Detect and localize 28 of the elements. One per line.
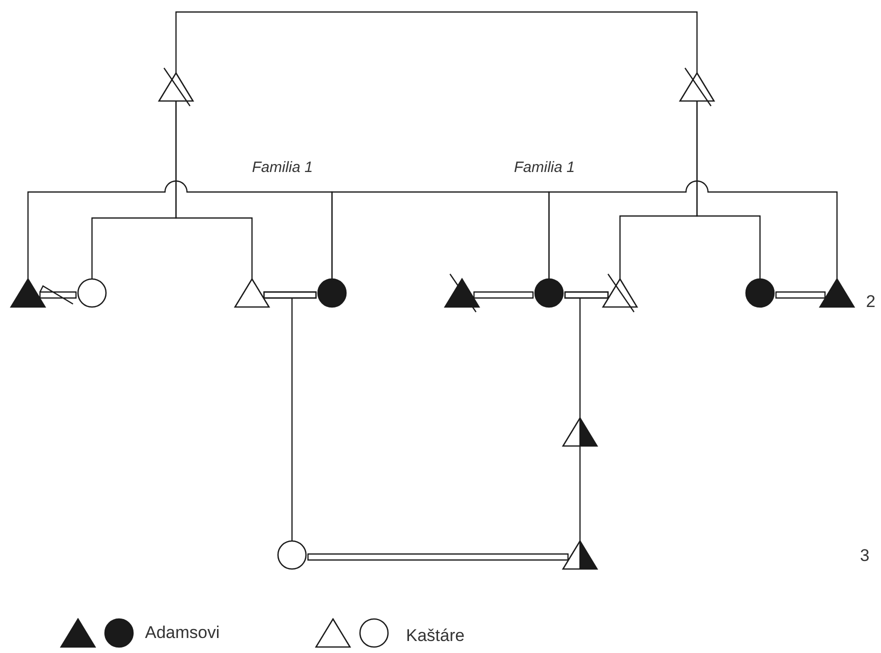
kinship-line [579, 446, 581, 541]
kinship-line [331, 191, 550, 279]
legend-label: Kaštáre [406, 627, 465, 644]
crossed-triangle-symbol [600, 273, 640, 313]
kinship-line [263, 291, 317, 542]
kinship-line [27, 180, 333, 279]
triangle-symbol [10, 278, 46, 308]
triangle-symbol [234, 278, 270, 308]
crossed-triangle-symbol [677, 67, 717, 107]
family-label: Familia 1 [514, 160, 575, 175]
marriage-sign [39, 285, 77, 305]
generation-number: 2 [866, 293, 876, 310]
marriage-sign [473, 291, 534, 299]
triangle-symbol [562, 417, 598, 447]
kinship-line [696, 101, 761, 279]
kinship-line [548, 180, 838, 279]
triangle-symbol [562, 540, 598, 570]
legend-label: Adamsovi [145, 624, 220, 641]
crossed-triangle-symbol [156, 67, 196, 107]
generation-number: 3 [860, 547, 870, 564]
kinship-line [175, 101, 253, 279]
crossed-triangle-symbol [442, 273, 482, 313]
family-label: Familia 1 [252, 160, 313, 175]
marriage-sign [775, 291, 826, 299]
kinship-line [175, 11, 698, 73]
triangle-symbol [819, 278, 855, 308]
kinship-line [564, 291, 609, 419]
marriage-sign [307, 553, 569, 561]
